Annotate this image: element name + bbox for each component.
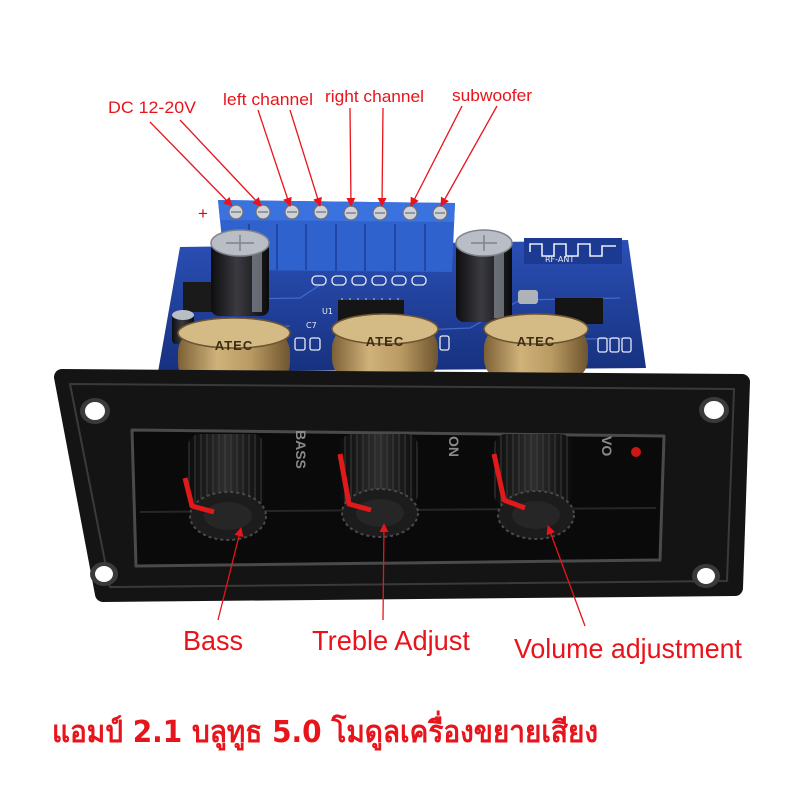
- smd-component-row: [294, 275, 632, 353]
- potentiometer-volume: ATEC: [483, 313, 589, 381]
- silkscreen-u1: U1: [322, 307, 333, 316]
- screw-icon: [343, 205, 359, 221]
- product-caption: แอมป์ 2.1 บลูทูธ 5.0 โมดูลเครื่องขยายเสี…: [52, 710, 598, 751]
- knob-pointer: [182, 477, 215, 515]
- panel-label-bass: BASS: [293, 430, 309, 469]
- terminal-block-top: [218, 200, 455, 222]
- knob-pointer: [491, 453, 526, 511]
- antenna-label: RF-ANT: [545, 255, 574, 264]
- silkscreen-c7: C7: [306, 321, 317, 330]
- label-left-channel: left channel: [223, 90, 313, 109]
- arrow-subwoofer-1: [410, 105, 463, 207]
- panel-label-volume: VO: [599, 436, 615, 456]
- mounting-hole-bottom-left: [90, 562, 118, 586]
- power-led: [631, 447, 641, 457]
- label-dc-input: DC 12-20V: [108, 98, 197, 117]
- potentiometer-treble: ATEC: [331, 313, 439, 381]
- crystal: [518, 290, 538, 304]
- potentiometer-brand: ATEC: [517, 334, 555, 349]
- screw-icon: [255, 204, 271, 220]
- callout-arrows-bottom: [217, 523, 586, 627]
- mounting-hole-top-right: [699, 397, 729, 423]
- screw-icon: [372, 205, 388, 221]
- label-plus-sign: +: [198, 204, 208, 223]
- label-treble: Treble Adjust: [312, 625, 470, 656]
- arrow-treble: [379, 523, 389, 621]
- callout-arrows-top: [149, 105, 498, 207]
- capacitor-right: [455, 229, 513, 322]
- knob-bass: [182, 434, 267, 541]
- knob-volume: [491, 434, 575, 540]
- screw-icon: [402, 205, 418, 221]
- arrow-volume: [546, 525, 586, 627]
- label-volume: Volume adjustment: [514, 633, 742, 664]
- screw-icon: [228, 204, 244, 220]
- screw-icon: [284, 204, 300, 220]
- label-bass: Bass: [183, 625, 243, 656]
- knob-pointer: [337, 453, 372, 513]
- arrow-subwoofer-2: [440, 105, 498, 207]
- arrow-dc-1: [149, 121, 233, 207]
- potentiometer-brand: ATEC: [366, 334, 404, 349]
- label-right-channel: right channel: [325, 87, 424, 106]
- screw-terminal-block: [218, 200, 455, 272]
- screw-icon: [313, 204, 329, 220]
- mounting-hole-top-left: [80, 398, 110, 424]
- arrow-right-channel-2: [377, 107, 387, 207]
- arrow-right-channel-1: [346, 107, 356, 207]
- panel-label-tone: ON: [446, 436, 462, 457]
- arrow-dc-2: [179, 119, 262, 207]
- arrow-bass: [217, 527, 244, 621]
- knob-treble: [337, 434, 419, 538]
- screw-icon: [432, 205, 448, 221]
- arrow-left-channel-1: [257, 109, 292, 207]
- mounting-hole-bottom-right: [692, 564, 720, 588]
- label-subwoofer: subwoofer: [452, 86, 532, 105]
- capacitor-left: [210, 229, 270, 316]
- faceplate-bevel: [69, 383, 735, 588]
- antenna-trace: RF-ANT: [524, 238, 622, 264]
- arrow-left-channel-2: [289, 109, 322, 207]
- terminal-screws: [228, 204, 448, 221]
- potentiometer-brand: ATEC: [215, 338, 253, 353]
